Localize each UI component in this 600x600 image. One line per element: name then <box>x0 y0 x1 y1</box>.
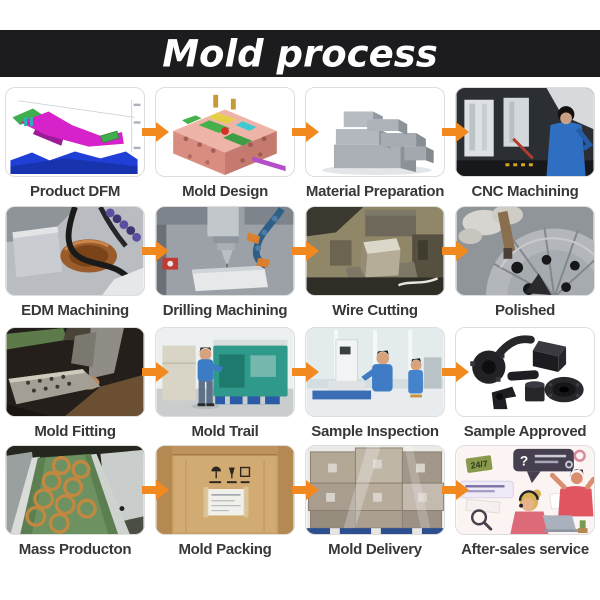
process-row-3: Mold Fitting <box>0 327 600 445</box>
arrow-right-icon <box>292 480 319 500</box>
step-label: Mold Delivery <box>328 541 422 558</box>
step-label: Wire Cutting <box>332 302 418 319</box>
edm-machining-image <box>5 206 145 296</box>
cnc-machining-image <box>455 87 595 177</box>
step-label: Mold Design <box>182 183 268 200</box>
arrow-right-icon <box>292 362 319 382</box>
step-mold-trail: Mold Trail <box>155 327 295 440</box>
step-label: Mold Packing <box>178 541 272 558</box>
sample-inspection-image <box>305 327 445 417</box>
step-label: After-sales service <box>461 541 589 558</box>
step-label: EDM Machining <box>21 302 129 319</box>
step-wire-cutting: Wire Cutting <box>305 206 445 319</box>
title-banner: Mold process <box>0 30 600 77</box>
step-edm-machining: EDM Machining <box>5 206 145 319</box>
step-label: Mold Fitting <box>34 423 116 440</box>
material-preparation-image <box>305 87 445 177</box>
mold-fitting-image <box>5 327 145 417</box>
step-cnc-machining: CNC Machining <box>455 87 595 200</box>
step-label: Material Preparation <box>305 183 445 200</box>
mold-packing-image <box>155 445 295 535</box>
product-dfm-image <box>5 87 145 177</box>
wire-cutting-image <box>305 206 445 296</box>
mold-delivery-image <box>305 445 445 535</box>
step-mold-packing: Mold Packing <box>155 445 295 558</box>
step-product-dfm: Product DFM <box>5 87 145 200</box>
arrow-right-icon <box>442 122 469 142</box>
step-label: Drilling Machining <box>162 302 288 319</box>
step-mass-producton: Mass Producton <box>5 445 145 558</box>
arrow-right-icon <box>442 480 469 500</box>
step-mold-design: Mold Design <box>155 87 295 200</box>
process-row-2: EDM Machining <box>0 206 600 324</box>
badge-24-7-text: 24/7 <box>470 458 488 470</box>
question-bubble-text: ? <box>520 454 528 469</box>
process-row-4: Mass Producton <box>0 445 600 563</box>
step-mold-delivery: Mold Delivery <box>305 445 445 558</box>
step-label: Polished <box>494 302 556 319</box>
process-row-1: Product DFM <box>0 87 600 205</box>
arrow-right-icon <box>292 122 319 142</box>
step-label: CNC Machining <box>471 183 579 200</box>
step-material-preparation: Material Preparation <box>305 87 445 200</box>
mold-design-image <box>155 87 295 177</box>
step-sample-approved: Sample Approved <box>455 327 595 440</box>
arrow-right-icon <box>292 241 319 261</box>
arrow-right-icon <box>442 241 469 261</box>
page-title: Mold process <box>162 31 438 76</box>
step-sample-inspection: Sample Inspection <box>305 327 445 440</box>
step-label: Mass Producton <box>18 541 132 558</box>
mass-producton-image <box>5 445 145 535</box>
arrow-right-icon <box>442 362 469 382</box>
step-drilling-machining: Drilling Machining <box>155 206 295 319</box>
step-polished: Polished <box>455 206 595 319</box>
step-label: Product DFM <box>29 183 121 200</box>
arrow-right-icon <box>142 241 169 261</box>
polished-image <box>455 206 595 296</box>
step-label: Sample Approved <box>463 423 587 440</box>
step-label: Mold Trail <box>191 423 259 440</box>
arrow-right-icon <box>142 122 169 142</box>
mold-trail-image <box>155 327 295 417</box>
sample-approved-image <box>455 327 595 417</box>
step-after-sales-service: 24/7 ? <box>455 445 595 558</box>
step-label: Sample Inspection <box>311 423 439 440</box>
drilling-machining-image <box>155 206 295 296</box>
arrow-right-icon <box>142 480 169 500</box>
after-sales-service-image: 24/7 ? <box>455 445 595 535</box>
step-mold-fitting: Mold Fitting <box>5 327 145 440</box>
arrow-right-icon <box>142 362 169 382</box>
